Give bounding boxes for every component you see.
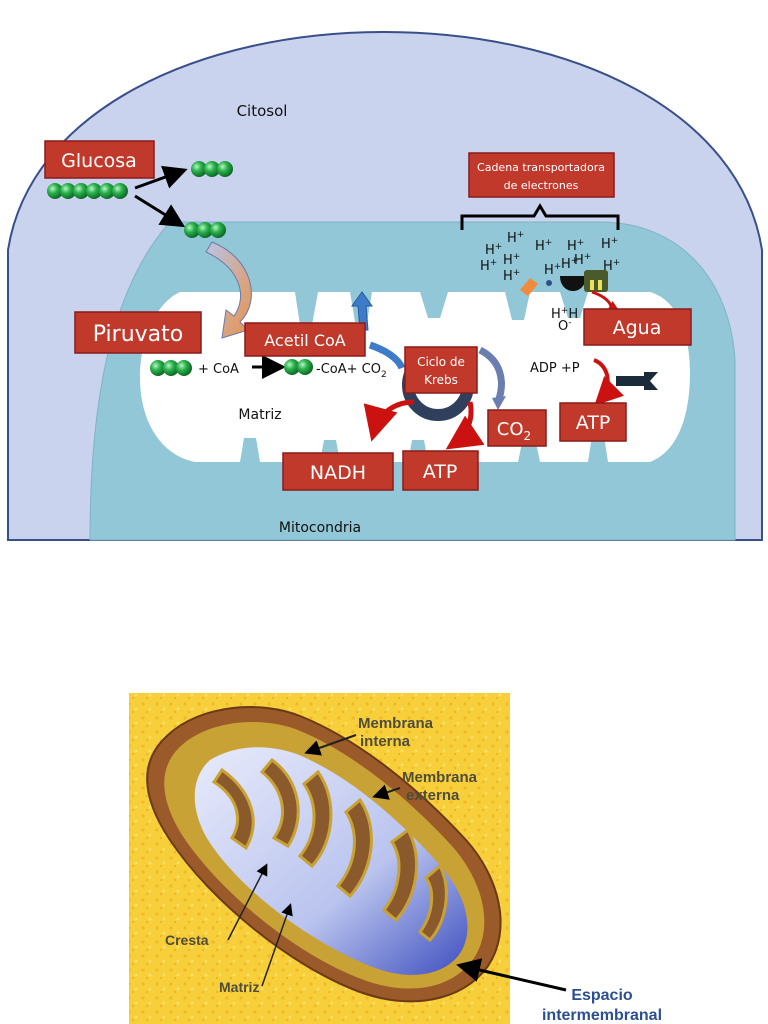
split-arrow-up [134, 165, 188, 190]
proton-6: H+ [480, 258, 497, 274]
crest-pointer [227, 863, 268, 941]
pyruvate-sphere-row [150, 360, 192, 376]
glucose-molecule [47, 183, 128, 199]
atp-krebs-box: ATP [402, 450, 479, 491]
proton-10: H+ [544, 262, 561, 278]
proton-5: H+ [601, 236, 618, 252]
coa-co2-text: -CoA+ CO2 [316, 362, 387, 380]
svg-text:Glucosa: Glucosa [61, 150, 137, 172]
mitochondrion-label: Mitocondria [279, 520, 361, 536]
arrow-to-co2-head [492, 396, 506, 410]
proton-7: H+ [503, 252, 520, 268]
intermembrane-space-label-2: intermembranal [542, 1007, 662, 1024]
cristae [211, 757, 448, 943]
adp-p-text: ADP +P [530, 361, 580, 376]
outer-membrane-pointer [372, 784, 401, 800]
svg-text:Acetil CoA: Acetil CoA [264, 331, 346, 350]
svg-text:ATP: ATP [423, 461, 458, 483]
matrix-label-bottom: Matriz [219, 979, 259, 995]
intermembrane-pointer [456, 958, 567, 992]
proton-11: H+ [561, 256, 578, 272]
svg-text:ATP: ATP [576, 412, 611, 434]
proton-2: H+ [507, 230, 524, 246]
nadh-box: NADH [282, 452, 394, 491]
arrow-to-nadh [363, 399, 415, 442]
etc-box: Cadena transportadora de electrones [468, 152, 615, 198]
inner-membrane-label-2: interna [360, 733, 411, 750]
inner-membrane-pointer [304, 734, 357, 756]
svg-text:NADH: NADH [310, 462, 366, 484]
transport-arrow [205, 241, 252, 339]
svg-text:CO2: CO2 [497, 419, 531, 443]
svg-text:Piruvato: Piruvato [93, 322, 183, 347]
arrow-to-atp [445, 401, 485, 450]
atp-synthase-icon [616, 372, 658, 390]
split-arrow-down [134, 194, 186, 228]
cytosol-label: Citosol [237, 102, 288, 120]
matrix-pointer [261, 903, 293, 987]
atp-synthase-box: ATP [559, 402, 627, 442]
crest-label: Cresta [165, 932, 209, 948]
mitochondrion-anatomy-image: Membrana interna Membrana externa Cresta… [129, 693, 662, 1024]
acetyl-coa-box: Acetil CoA [244, 322, 366, 357]
water-ions-h: H+H [551, 306, 578, 322]
svg-text:Agua: Agua [613, 317, 662, 339]
glucose-box: Glucosa [44, 140, 155, 179]
adp-arrow [593, 358, 625, 406]
cellular-respiration-diagram: Citosol Matriz Mitocondria [7, 30, 763, 541]
bottom-labels: Membrana interna Membrana externa Cresta… [165, 715, 478, 995]
arrow-to-co2 [478, 346, 505, 404]
outer-membrane-label-1: Membrana [402, 769, 478, 786]
proton-cluster: H+ H+ H+ H+ H+ H+ H+ H+ H+ H+ H+ H+ [480, 230, 620, 284]
pyruvate-box: Piruvato [74, 311, 202, 354]
svg-text:Krebs: Krebs [424, 373, 458, 387]
intermembrane-space-label-1: Espacio [571, 987, 633, 1004]
krebs-cycle-box: Ciclo de Krebs [404, 346, 478, 394]
svg-text:Ciclo de: Ciclo de [417, 355, 465, 369]
proton-3: H+ [535, 238, 552, 254]
inner-membrane-label-1: Membrana [358, 715, 434, 732]
acetyl-arrow-to-krebs [368, 341, 406, 370]
svg-text:Cadena transportadora: Cadena transportadora [477, 161, 605, 174]
co2-box: CO2 [487, 409, 547, 447]
water-ions-o: O- [558, 318, 571, 334]
pyruvate-molecule-b [184, 222, 226, 238]
proton-8: H+ [574, 252, 591, 268]
etc-bracket [460, 203, 620, 230]
matrix-label: Matriz [238, 407, 281, 423]
plus-coa-text: + CoA [198, 362, 239, 377]
pyruvate-molecule-a [191, 161, 233, 177]
water-box: Agua [583, 308, 692, 346]
proton-9: H+ [503, 268, 520, 284]
proton-4: H+ [567, 238, 584, 254]
outer-membrane-label-2: externa [406, 787, 460, 804]
svg-text:de electrones: de electrones [504, 179, 579, 192]
acetyl-sphere-pair [284, 359, 313, 375]
acetyl-arrow-up [351, 291, 373, 331]
proton-1: H+ [485, 242, 502, 258]
proton-12: H+ [603, 258, 620, 274]
